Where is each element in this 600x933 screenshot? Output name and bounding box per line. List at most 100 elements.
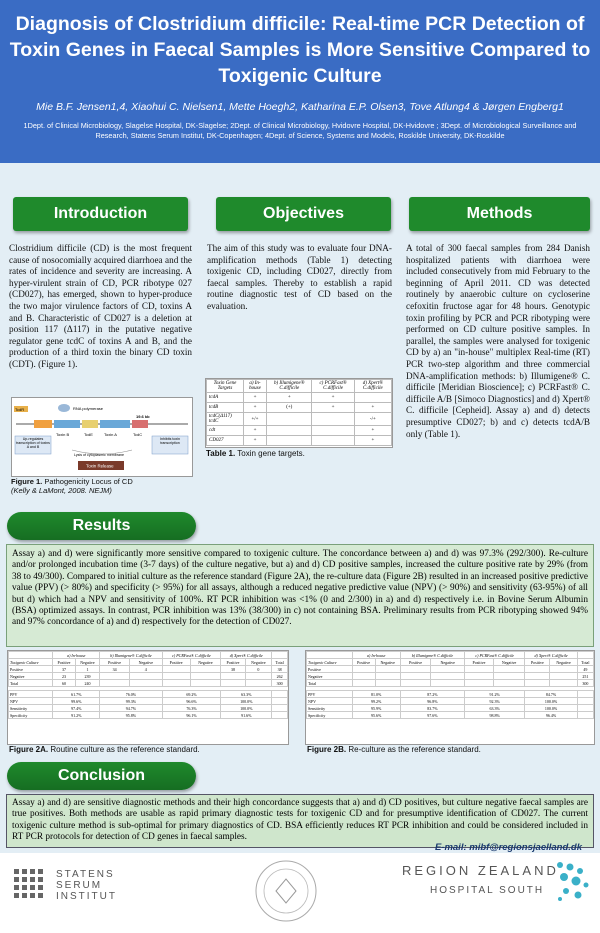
- figure-2b-caption-text: Re-culture as the reference standard.: [348, 745, 481, 754]
- figure-2a-caption-text: Routine culture as the reference standar…: [50, 745, 200, 754]
- locus-size-label: 19.6 kb: [136, 414, 150, 419]
- table-1-row: cdt++: [206, 425, 393, 436]
- fig-stat-label: Sensitivity: [7, 704, 54, 712]
- table-1-cell: +: [353, 402, 393, 413]
- conclusion-text: Assay a) and d) are sensitive diagnostic…: [6, 794, 594, 848]
- fig-stat-label: PPV: [7, 690, 54, 698]
- figure-1-caption-text: Pathogenicity Locus of CD: [44, 477, 133, 486]
- fig-sub-positive: Positive: [161, 658, 191, 666]
- fig-total-header: Total: [576, 658, 595, 666]
- fig-blank: [576, 704, 595, 712]
- fig-stat-value: 97.6%: [399, 711, 466, 719]
- fig-stat-value: 96.8%: [399, 697, 466, 705]
- fig-stat-value: 76.3%: [161, 704, 222, 712]
- fig-row-total: 251: [576, 672, 595, 680]
- fig-cell: [430, 672, 466, 680]
- fig-stat-value: 91.2%: [52, 711, 101, 719]
- fig-stat-value: 87.2%: [399, 690, 466, 698]
- table-1-row: tcdC(Δ117) tcdC+/+-/+: [206, 412, 393, 426]
- fig-cell: [524, 665, 551, 673]
- fig-cell: [399, 679, 432, 687]
- fig-row-label: Negative: [306, 672, 353, 680]
- conclusion-heading: Conclusion: [7, 762, 196, 790]
- fig-row-total: 49: [576, 665, 595, 673]
- lysis-label: Lysis of cytoplasmic membrane: [74, 453, 124, 457]
- region-zealand-logo-text: REGION ZEALAND: [402, 863, 559, 878]
- fig-row-label: Positive: [7, 665, 54, 673]
- toxin-gene-table: Toxin Gene Targets a) In-house b) Illumi…: [206, 379, 393, 446]
- fig-stat-value: 96.6%: [161, 697, 222, 705]
- fig-cell: [99, 679, 130, 687]
- fig-cell: 23: [52, 672, 76, 680]
- fig-sub-positive: Positive: [399, 658, 432, 666]
- fig-sub-negative: Negative: [189, 658, 222, 666]
- fig-cell: [492, 665, 526, 673]
- table-1-cell: +/+: [242, 412, 268, 426]
- fig-stat-value: 97.4%: [52, 704, 101, 712]
- table-1-cell: [266, 412, 313, 426]
- fig-cell: 240: [74, 679, 101, 687]
- fig-method-header: b) Illumigene® C.difficile: [399, 651, 466, 659]
- fig-cell: [464, 672, 494, 680]
- fig-cell: [430, 679, 466, 687]
- fig-cell: [351, 665, 376, 673]
- table-1-row-label: tcdC(Δ117) tcdC: [206, 412, 244, 426]
- fig-cell: [161, 672, 191, 680]
- figure-1: TcdR RNA polymerase 19.6 kb Toxin B TcdE…: [11, 397, 193, 477]
- fig-sub-positive: Positive: [351, 658, 376, 666]
- fig-blank: [271, 697, 288, 705]
- fig-stat-label: Specificity: [7, 711, 54, 719]
- fig-stat-value: 100.0%: [220, 704, 273, 712]
- fig-stat-label: PPV: [306, 690, 353, 698]
- fig-cell: [189, 679, 222, 687]
- table-1-row-label: tcdB: [206, 402, 244, 413]
- fig-data-row: Negative 251: [306, 672, 595, 680]
- fig-cell: [161, 679, 191, 687]
- fig-row-label: Positive: [306, 665, 353, 673]
- fig-method-header: c) PCRFast® C.difficile: [161, 651, 222, 659]
- fig-stat-value: 84.7%: [524, 690, 578, 698]
- figure-2b-caption-title: Figure 2B.: [307, 745, 347, 754]
- fig-cell: [189, 665, 222, 673]
- fig-stat-value: 61.7%: [52, 690, 101, 698]
- fig-cell: [430, 665, 466, 673]
- fig-stat-value: 95.8%: [99, 711, 163, 719]
- fig-total-header: Total: [271, 658, 288, 666]
- fig-stat-value: 63.3%: [220, 690, 273, 698]
- fig-cell: [220, 672, 246, 680]
- table-1-cell: +: [311, 392, 355, 403]
- fig-stat-value: 94.7%: [99, 704, 163, 712]
- tcdr-label: TcdR: [15, 407, 24, 412]
- fig-blank: [576, 697, 595, 705]
- fig-row-label: Negative: [7, 672, 54, 680]
- contact-email[interactable]: E-mail: mibf@regionsjaelland.dk: [434, 842, 582, 853]
- objectives-heading: Objectives: [216, 197, 391, 231]
- fig-stat-value: 92.3%: [464, 697, 526, 705]
- fig-stat-value: 91.6%: [220, 711, 273, 719]
- fig-cell: [464, 665, 494, 673]
- figure-1-reference: (Kelly & LaMont, 2008. NEJM): [11, 486, 112, 495]
- fig-sub-positive: Positive: [220, 658, 246, 666]
- fig-cell: [549, 679, 578, 687]
- rna-polymerase-label: RNA polymerase: [73, 406, 104, 411]
- figure-2b-caption: Figure 2B. Re-culture as the reference s…: [307, 745, 587, 754]
- inhibits-box: [151, 435, 189, 455]
- inhibits-text: Inhibits toxin transcription: [160, 437, 180, 446]
- fig-row-total: 300: [576, 679, 595, 687]
- fig-row-total: 38: [271, 665, 288, 673]
- fig-blank: [271, 711, 288, 719]
- fig-sub-negative: Negative: [492, 658, 526, 666]
- fig-blank: [576, 651, 595, 659]
- fig-cell: [492, 672, 526, 680]
- fig-sub-negative: Negative: [549, 658, 578, 666]
- fig-blank: [271, 704, 288, 712]
- fig-method-header: a) In-house: [351, 651, 401, 659]
- fig-stat-value: 69.2%: [161, 690, 222, 698]
- toxin-release-bar: [78, 461, 124, 470]
